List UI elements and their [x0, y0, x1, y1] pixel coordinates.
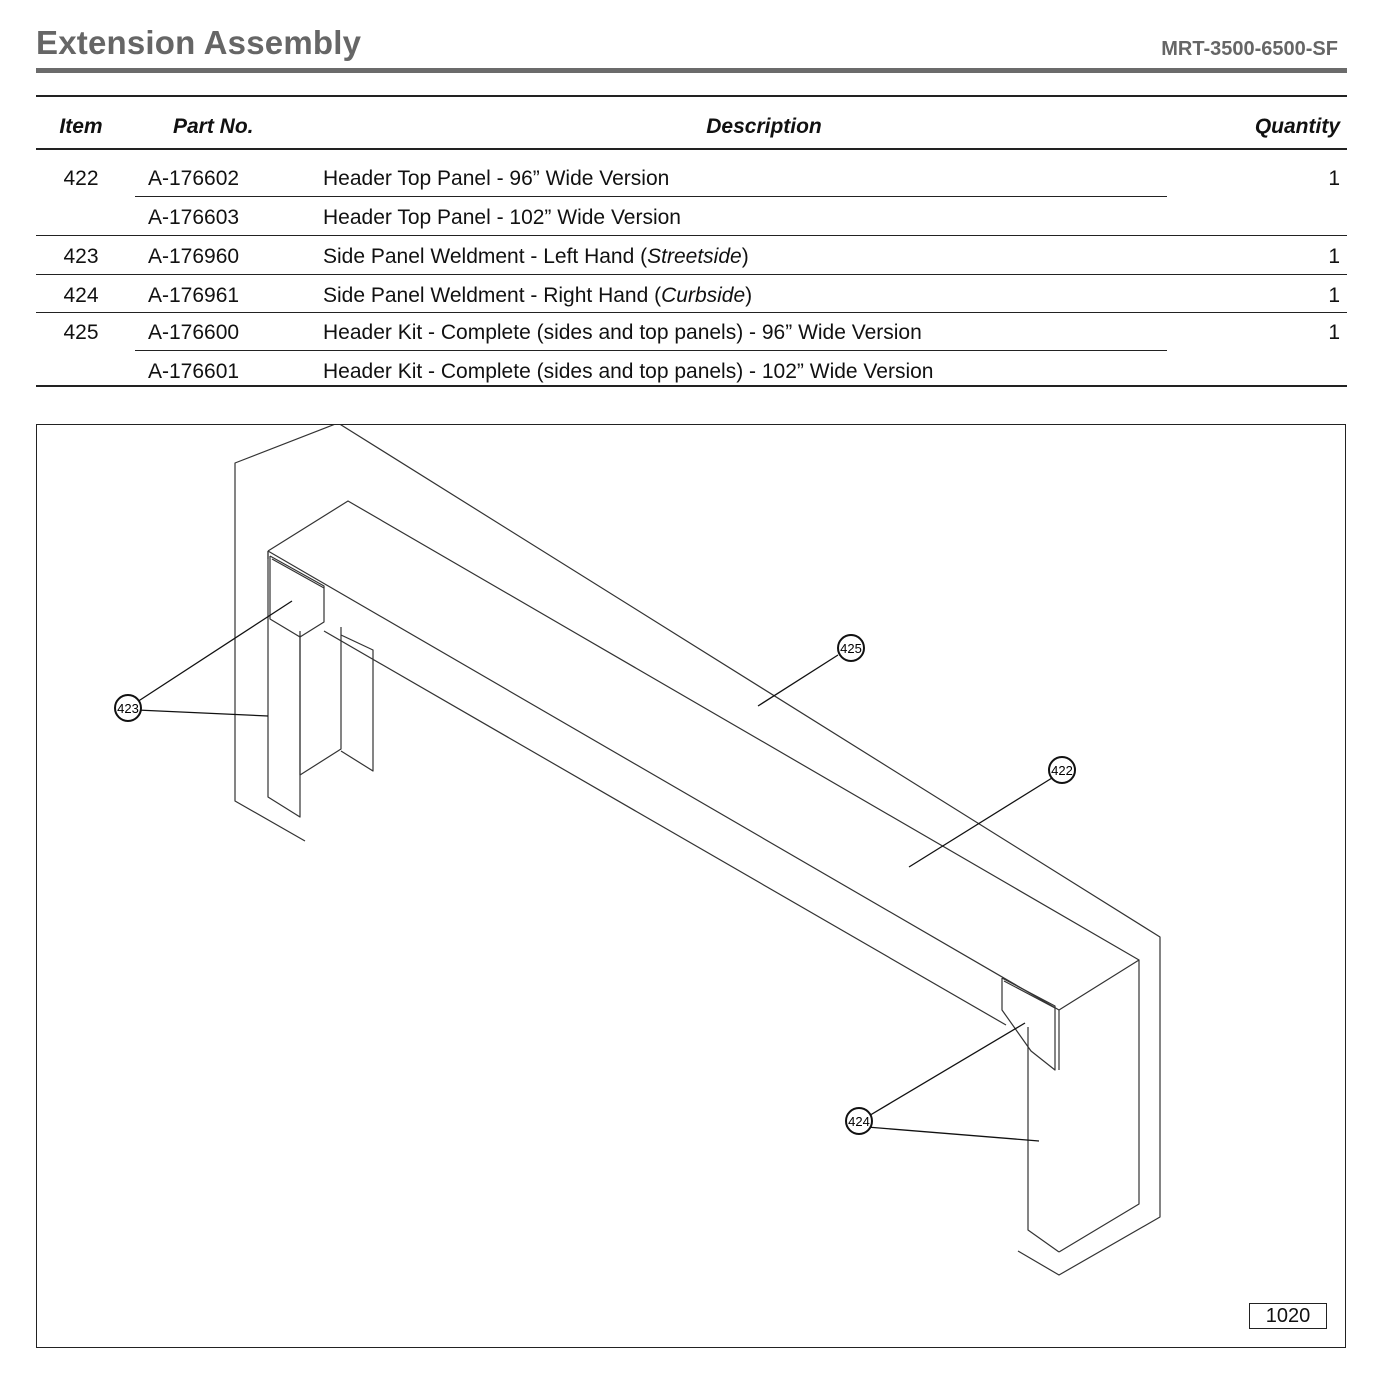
table-cell-quantity: 1: [1328, 245, 1340, 268]
leader-line-425: [757, 654, 839, 707]
leader-line-423-b: [136, 709, 269, 717]
document-code: MRT-3500-6500-SF: [1161, 38, 1338, 60]
table-cell-description: Side Panel Weldment - Left Hand (Streets…: [323, 245, 749, 269]
table-cell-item: 424: [63, 284, 99, 307]
header-assembly-drawing: 425 422 423 424: [114, 425, 1161, 1276]
callout-424: 424: [845, 1107, 873, 1135]
column-header-part-no: Part No.: [173, 115, 254, 138]
table-cell-item: 423: [63, 245, 99, 268]
table-cell-description: Header Top Panel - 102” Wide Version: [323, 206, 681, 229]
table-cell-part-no: A-176603: [148, 206, 240, 229]
table-cell-quantity: 1: [1328, 167, 1340, 190]
table-cell-description: Header Top Panel - 96” Wide Version: [323, 167, 670, 190]
right-side-panel: [1027, 1027, 1060, 1253]
beam-front-lower-edge: [323, 630, 1007, 1026]
description-emphasis: Streetside: [647, 245, 742, 268]
left-leg-inner: [299, 627, 342, 776]
row-divider: [36, 235, 1347, 236]
callout-423: 423: [114, 694, 142, 722]
page-title: Extension Assembly: [36, 24, 362, 61]
table-top-rule: [36, 95, 1347, 97]
page-header: Extension Assembly MRT-3500-6500-SF: [36, 22, 1347, 74]
row-divider: [135, 350, 1167, 351]
table-cell-quantity: 1: [1328, 321, 1340, 344]
table-cell-item: 422: [63, 167, 99, 190]
leader-line-424-a: [866, 1022, 1026, 1118]
row-divider: [36, 274, 1347, 275]
table-cell-description: Header Kit - Complete (sides and top pan…: [323, 360, 934, 383]
leader-line-424-b: [866, 1126, 1040, 1142]
left-leg-back: [340, 634, 374, 772]
table-cell-quantity: 1: [1328, 284, 1340, 307]
callout-label: 423: [117, 701, 139, 716]
right-gusset: [1001, 977, 1056, 1071]
left-side-panel: [267, 551, 301, 818]
description-text: Side Panel Weldment - Right Hand (: [323, 284, 662, 307]
table-bottom-rule: [36, 385, 1347, 387]
callout-label: 424: [848, 1114, 870, 1129]
left-gusset-inner: [271, 558, 325, 589]
table-cell-description: Header Kit - Complete (sides and top pan…: [323, 321, 922, 344]
column-header-description: Description: [706, 115, 822, 138]
diagram-frame: 425 422 423 424 1020: [36, 424, 1346, 1348]
beam-top-face: [267, 500, 1140, 961]
table-cell-part-no: A-176602: [148, 167, 240, 190]
figure-number: 1020: [1249, 1303, 1327, 1329]
left-gusset: [269, 555, 325, 638]
table-cell-part-no: A-176960: [148, 245, 240, 268]
column-header-quantity: Quantity: [1254, 115, 1340, 138]
table-cell-part-no: A-176601: [148, 360, 240, 383]
callout-425: 425: [837, 634, 865, 662]
callout-label: 425: [840, 641, 862, 656]
description-text: ): [745, 284, 753, 307]
leader-line-422: [908, 777, 1053, 868]
beam-front-upper-edge: [267, 550, 1060, 1011]
right-gusset-inner: [1003, 980, 1056, 1009]
callout-label: 422: [1051, 763, 1073, 778]
beam-end-face: [1058, 959, 1140, 1253]
description-text: ): [741, 245, 749, 268]
row-divider: [36, 312, 1347, 313]
parts-table: Item Part No. Description Quantity 422 A…: [36, 95, 1347, 387]
table-cell-part-no: A-176600: [148, 321, 240, 344]
header-rule: [36, 68, 1347, 73]
row-divider: [135, 196, 1167, 197]
description-emphasis: Curbside: [661, 284, 746, 307]
outer-frame-outline: [234, 425, 1161, 1276]
table-cell-part-no: A-176961: [148, 284, 240, 307]
table-cell-description: Side Panel Weldment - Right Hand (Curbsi…: [323, 284, 752, 308]
callout-422: 422: [1048, 756, 1076, 784]
table-header-rule: [36, 148, 1347, 150]
column-header-item: Item: [59, 115, 103, 138]
table-cell-item: 425: [63, 321, 99, 344]
leader-line-423-a: [136, 600, 293, 703]
description-text: Side Panel Weldment - Left Hand (: [323, 245, 648, 268]
